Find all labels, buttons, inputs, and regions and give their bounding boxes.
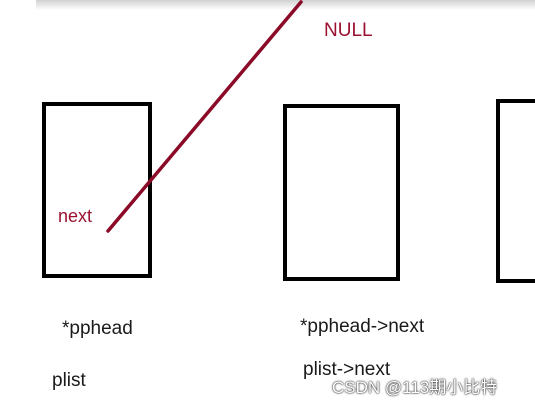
node-box-3-partial — [496, 99, 535, 283]
pphead-label: *pphead — [62, 318, 133, 339]
plist-next-label: plist->next — [303, 359, 391, 380]
top-shadow — [36, 0, 535, 10]
csdn-watermark: CSDN @113期小比特 — [332, 378, 498, 397]
next-to-null-pointer — [106, 0, 303, 233]
node-box-1 — [42, 102, 152, 278]
pphead-next-label: *pphead->next — [300, 316, 425, 337]
plist-label: plist — [52, 370, 86, 391]
next-field-label: next — [58, 206, 93, 226]
null-label: NULL — [324, 20, 373, 41]
node-box-2 — [283, 104, 400, 281]
